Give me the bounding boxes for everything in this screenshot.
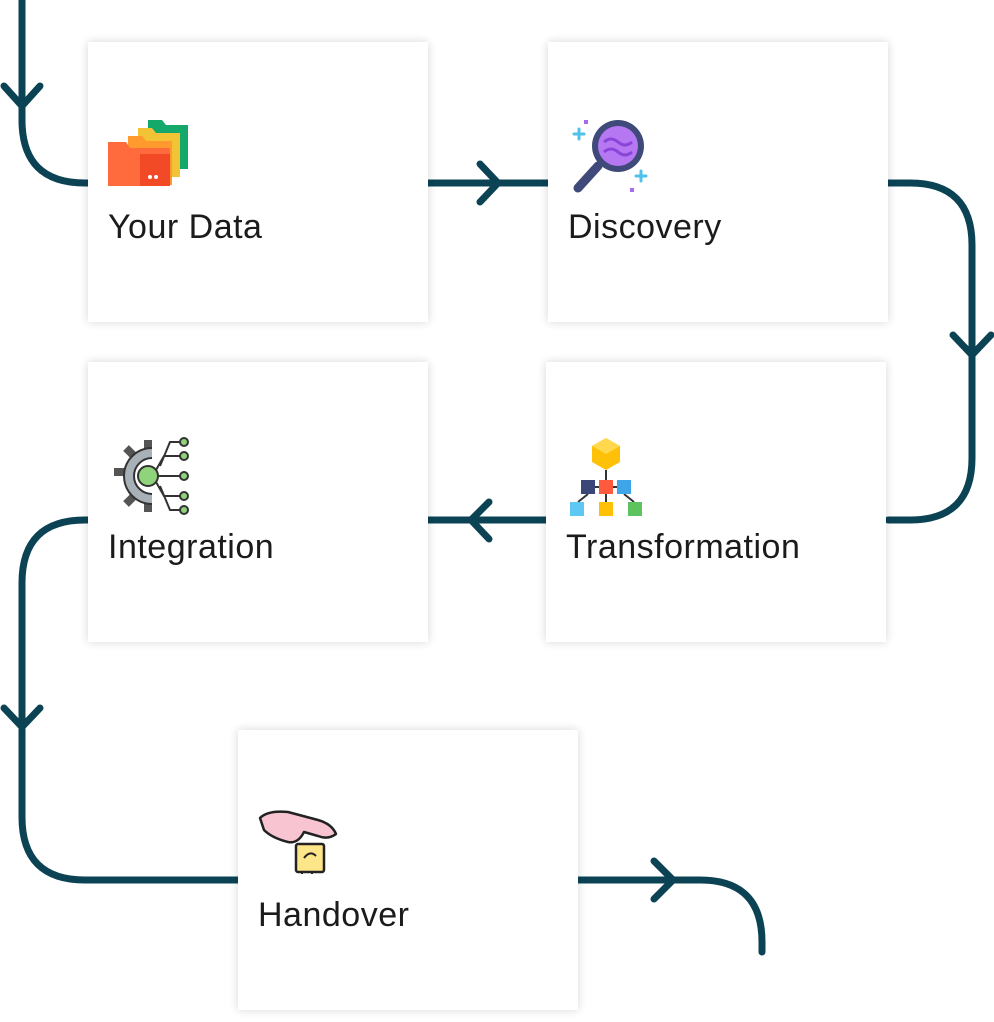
entry-connector bbox=[18, 0, 92, 187]
gear-circuit-icon bbox=[114, 437, 189, 515]
arrowhead-handover bbox=[0, 704, 44, 731]
arrowhead-transformation bbox=[949, 331, 994, 359]
step-card-integration: Integration bbox=[88, 362, 428, 642]
exit-connector bbox=[574, 876, 766, 956]
folders-icon bbox=[108, 120, 188, 186]
entry-arrowhead bbox=[0, 82, 44, 110]
magnifier-icon bbox=[572, 120, 648, 193]
arrowhead-integration bbox=[467, 498, 493, 543]
step-card-your-data: Your Data bbox=[88, 42, 428, 322]
step-card-handover: Handover bbox=[238, 730, 578, 1010]
exit-arrowhead bbox=[650, 857, 677, 903]
step-label-discovery: Discovery bbox=[568, 208, 722, 246]
step-label-handover: Handover bbox=[258, 896, 410, 934]
hierarchy-icon bbox=[570, 438, 642, 516]
connector-discovery-transformation bbox=[884, 179, 976, 524]
connector-integration-handover bbox=[18, 516, 242, 884]
step-card-transformation: Transformation bbox=[546, 362, 886, 642]
step-label-transformation: Transformation bbox=[566, 528, 801, 566]
step-label-integration: Integration bbox=[108, 528, 275, 566]
hand-handover-icon bbox=[258, 810, 338, 876]
arrowhead-discovery bbox=[476, 160, 502, 206]
step-card-discovery: Discovery bbox=[548, 42, 888, 322]
step-label-your-data: Your Data bbox=[108, 208, 263, 246]
